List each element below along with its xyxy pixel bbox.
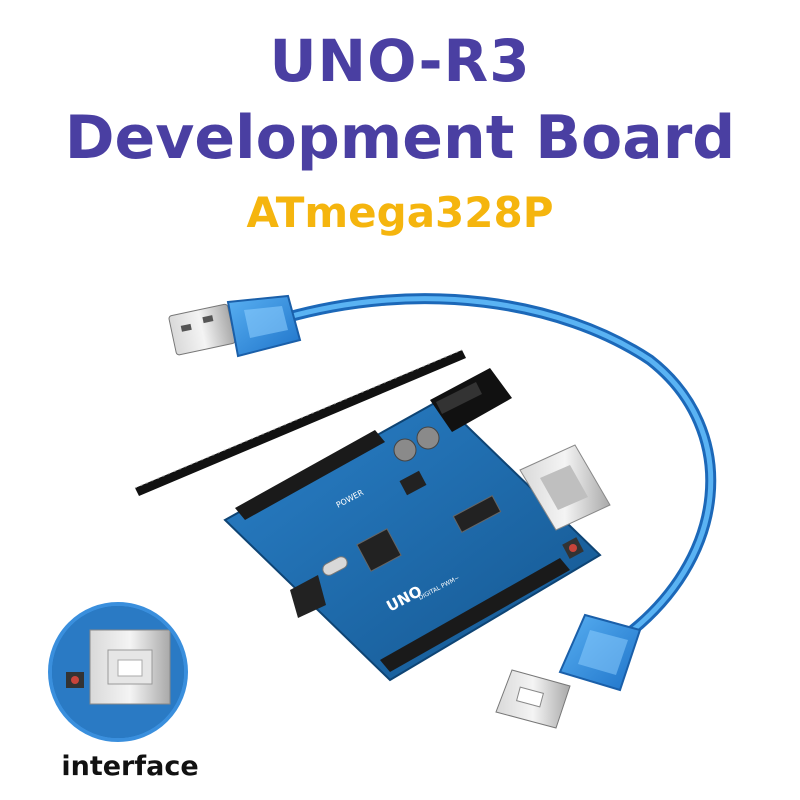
atmega328p-chip	[356, 528, 402, 572]
arduino-board: UNO POWER DIGITAL PWM~	[223, 368, 611, 682]
pin-header-strip	[134, 349, 466, 496]
interface-closeup-inset	[48, 602, 188, 742]
usb-a-connector	[168, 294, 302, 358]
usb-b-connector	[495, 613, 642, 729]
usb-cable	[168, 293, 717, 729]
product-illustration: UNO POWER DIGITAL PWM~	[48, 293, 717, 742]
interface-label: interface	[61, 751, 199, 782]
title-line-1: UNO-R3	[269, 27, 531, 95]
title-line-2: Development Board	[64, 103, 736, 173]
chip-model-subtitle: ATmega328P	[246, 188, 554, 237]
